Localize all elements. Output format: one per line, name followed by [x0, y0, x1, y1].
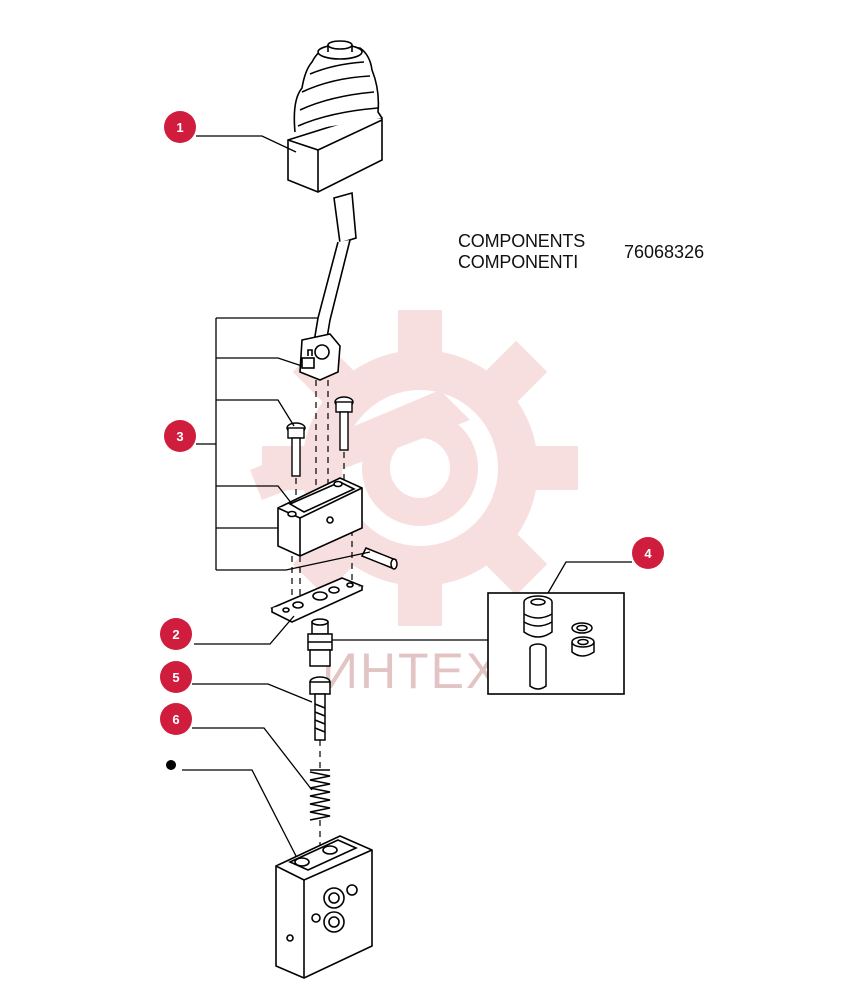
valve-body	[275, 835, 373, 979]
watermark-text: ИНТЕХ	[322, 643, 501, 699]
callout-2: 2	[160, 618, 192, 650]
seal-kit-inset	[487, 592, 625, 695]
adjusting-screw	[309, 676, 331, 741]
title-english: COMPONENTS	[458, 231, 586, 251]
callout-6: 6	[160, 703, 192, 735]
gasket-plate	[270, 577, 365, 623]
part-number: 76068326	[624, 242, 705, 262]
callout-5: 5	[160, 661, 192, 693]
reference-bullet	[166, 760, 176, 770]
callout-3: 3	[164, 420, 196, 452]
title-block: COMPONENTS COMPONENTI	[458, 231, 585, 273]
control-lever	[299, 191, 357, 381]
leader-lines	[182, 135, 632, 857]
callout-4: 4	[632, 537, 664, 569]
mounting-screws	[286, 396, 354, 477]
spring	[309, 769, 331, 821]
callout-1: 1	[164, 111, 196, 143]
lock-pin	[360, 547, 398, 570]
plunger	[307, 618, 333, 667]
rubber-boot	[287, 40, 383, 193]
housing-block	[277, 477, 363, 557]
title-italian: COMPONENTI	[458, 252, 579, 272]
